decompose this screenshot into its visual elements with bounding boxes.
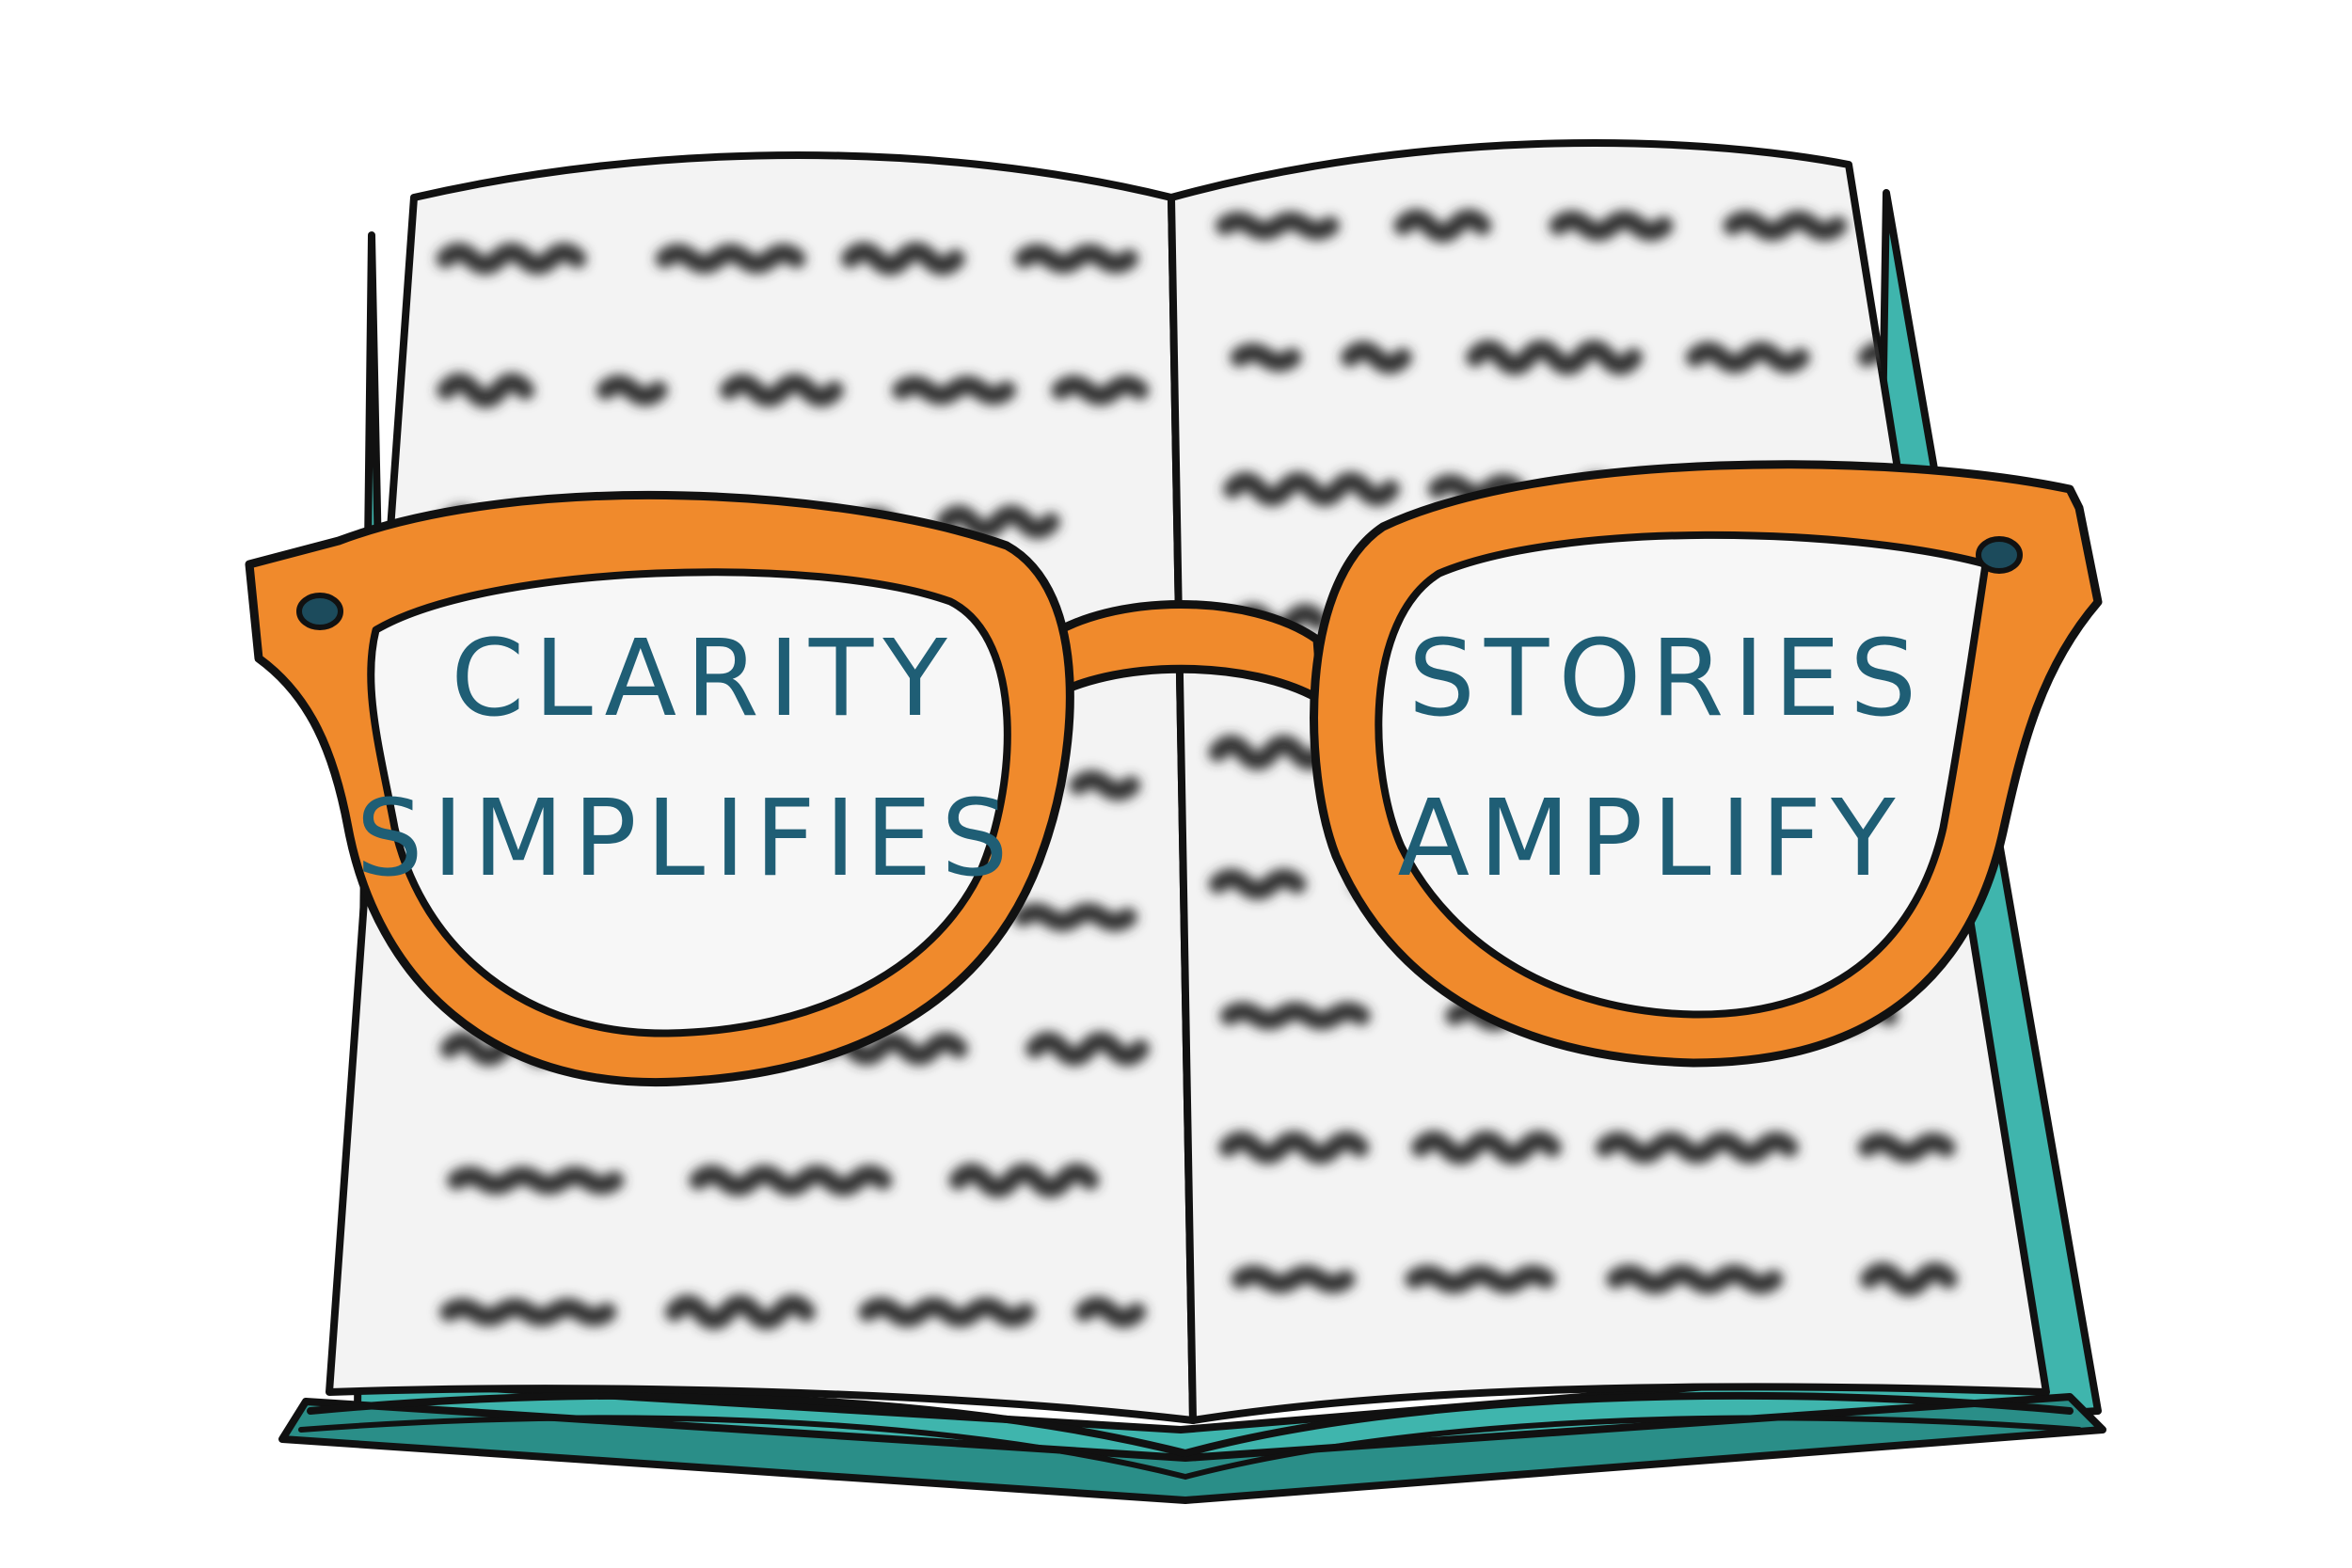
left-lens-line-2: SIMPLIFIES [356,778,1017,900]
right-lens [1375,531,1989,1018]
blurred-word [1218,1131,1370,1164]
blurred-word [439,1297,617,1327]
cover-back [278,1393,2106,1504]
left-lens [368,569,1010,1037]
blurred-word [1723,210,1848,242]
blurred-word [1340,341,1412,374]
blurred-word [1051,374,1150,406]
blurred-word [1025,1031,1151,1067]
page-stack-edge [298,1415,2082,1481]
blurred-word [1222,471,1400,507]
blurred-word [1069,769,1141,801]
blurred-word [892,375,1017,405]
blurred-word [858,1297,1036,1327]
blurred-word [1012,902,1137,932]
blurred-word [935,504,1060,540]
blurred-word [1215,211,1340,241]
blurred-word [664,1294,816,1330]
page-stack [307,1391,2074,1458]
right-lens-line-1: STORIES [1408,618,1926,740]
blurred-word [1208,868,1307,900]
blurred-word [1685,341,1810,373]
blurred-word [1859,1261,1958,1297]
blurred-word [1410,1131,1562,1164]
blurred-word [689,1164,893,1196]
blurred-word [1393,209,1492,243]
blurred-word [1231,1264,1356,1294]
blurred-word [1219,1001,1371,1031]
blurred-word [840,242,965,276]
blurred-word [447,1165,625,1196]
blurred-word [596,374,668,406]
blurred-word [1466,340,1644,375]
blurred-word [1595,1132,1799,1164]
blurred-word [1549,210,1674,242]
blurred-word [436,243,587,275]
blurred-word [1405,1264,1556,1294]
right-lens-line-2: AMPLIFY [1397,778,1904,900]
glasses: CLARITY SIMPLIFIES STORIES AMPLIFY [245,460,2103,1087]
book-spine-line [1168,208,1197,1419]
blurred-word [1606,1264,1784,1294]
blurred-word [1230,342,1302,372]
blurred-word [1857,1132,1956,1163]
blurred-word [1014,244,1139,274]
left-rivet-icon [296,593,343,630]
blurred-word [437,372,535,408]
left-lens-line-1: CLARITY [451,618,956,740]
right-rivet-icon [1976,536,2023,574]
blurred-word [655,244,806,274]
blurred-word [719,373,844,407]
blurred-word [1074,1296,1147,1328]
blurred-word [948,1163,1100,1198]
